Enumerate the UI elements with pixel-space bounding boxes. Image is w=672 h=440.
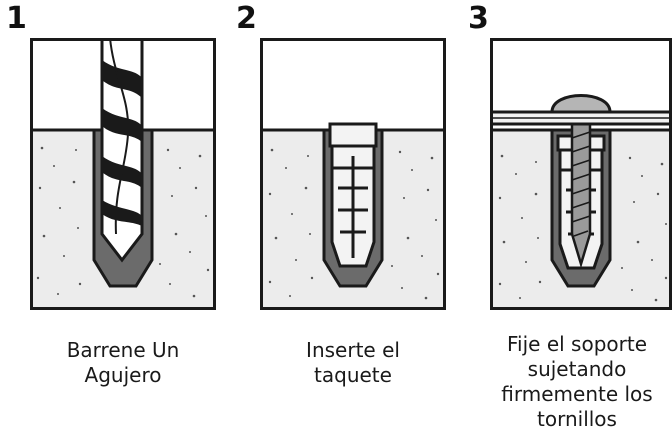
caption-line: Agujero bbox=[84, 363, 162, 387]
screw-illustration bbox=[490, 38, 672, 310]
caption-line: tornillos bbox=[537, 407, 617, 431]
step-number: 2 bbox=[236, 1, 257, 36]
panel-frame bbox=[260, 38, 446, 310]
concrete-speckles bbox=[36, 146, 210, 298]
step-1: 1 bbox=[0, 0, 225, 440]
wall-anchor-icon bbox=[328, 122, 378, 268]
step-number: 1 bbox=[6, 1, 27, 36]
drill-illustration bbox=[30, 38, 216, 310]
caption-line: Inserte el bbox=[306, 338, 400, 362]
panel-frame bbox=[490, 38, 672, 310]
step-2: 2 bbox=[230, 0, 455, 440]
anchor-insert-illustration bbox=[260, 38, 446, 310]
concrete-speckles bbox=[498, 154, 668, 302]
step-number: 3 bbox=[468, 1, 489, 36]
caption-line: Fije el soporte bbox=[507, 332, 647, 356]
drill-bit-icon bbox=[100, 38, 144, 263]
caption-line: sujetando bbox=[527, 357, 627, 381]
mount-bracket-illustration bbox=[490, 38, 672, 310]
step-3: 3 bbox=[462, 0, 672, 440]
caption-line: firmemente los bbox=[501, 382, 653, 406]
anchor-illustration bbox=[260, 38, 446, 310]
concrete-speckles bbox=[268, 148, 440, 300]
caption-line: Barrene Un bbox=[66, 338, 180, 362]
step-caption: Barrene Un Agujero bbox=[0, 338, 246, 388]
step-caption: Fije el soporte sujetando firmemente los… bbox=[484, 332, 670, 432]
screw-threads bbox=[571, 131, 591, 237]
caption-line: taquete bbox=[314, 363, 392, 387]
panel-frame bbox=[30, 38, 216, 310]
drill-hole-illustration bbox=[30, 38, 216, 310]
step-caption: Inserte el taquete bbox=[230, 338, 476, 388]
screw-head-icon bbox=[550, 94, 612, 114]
